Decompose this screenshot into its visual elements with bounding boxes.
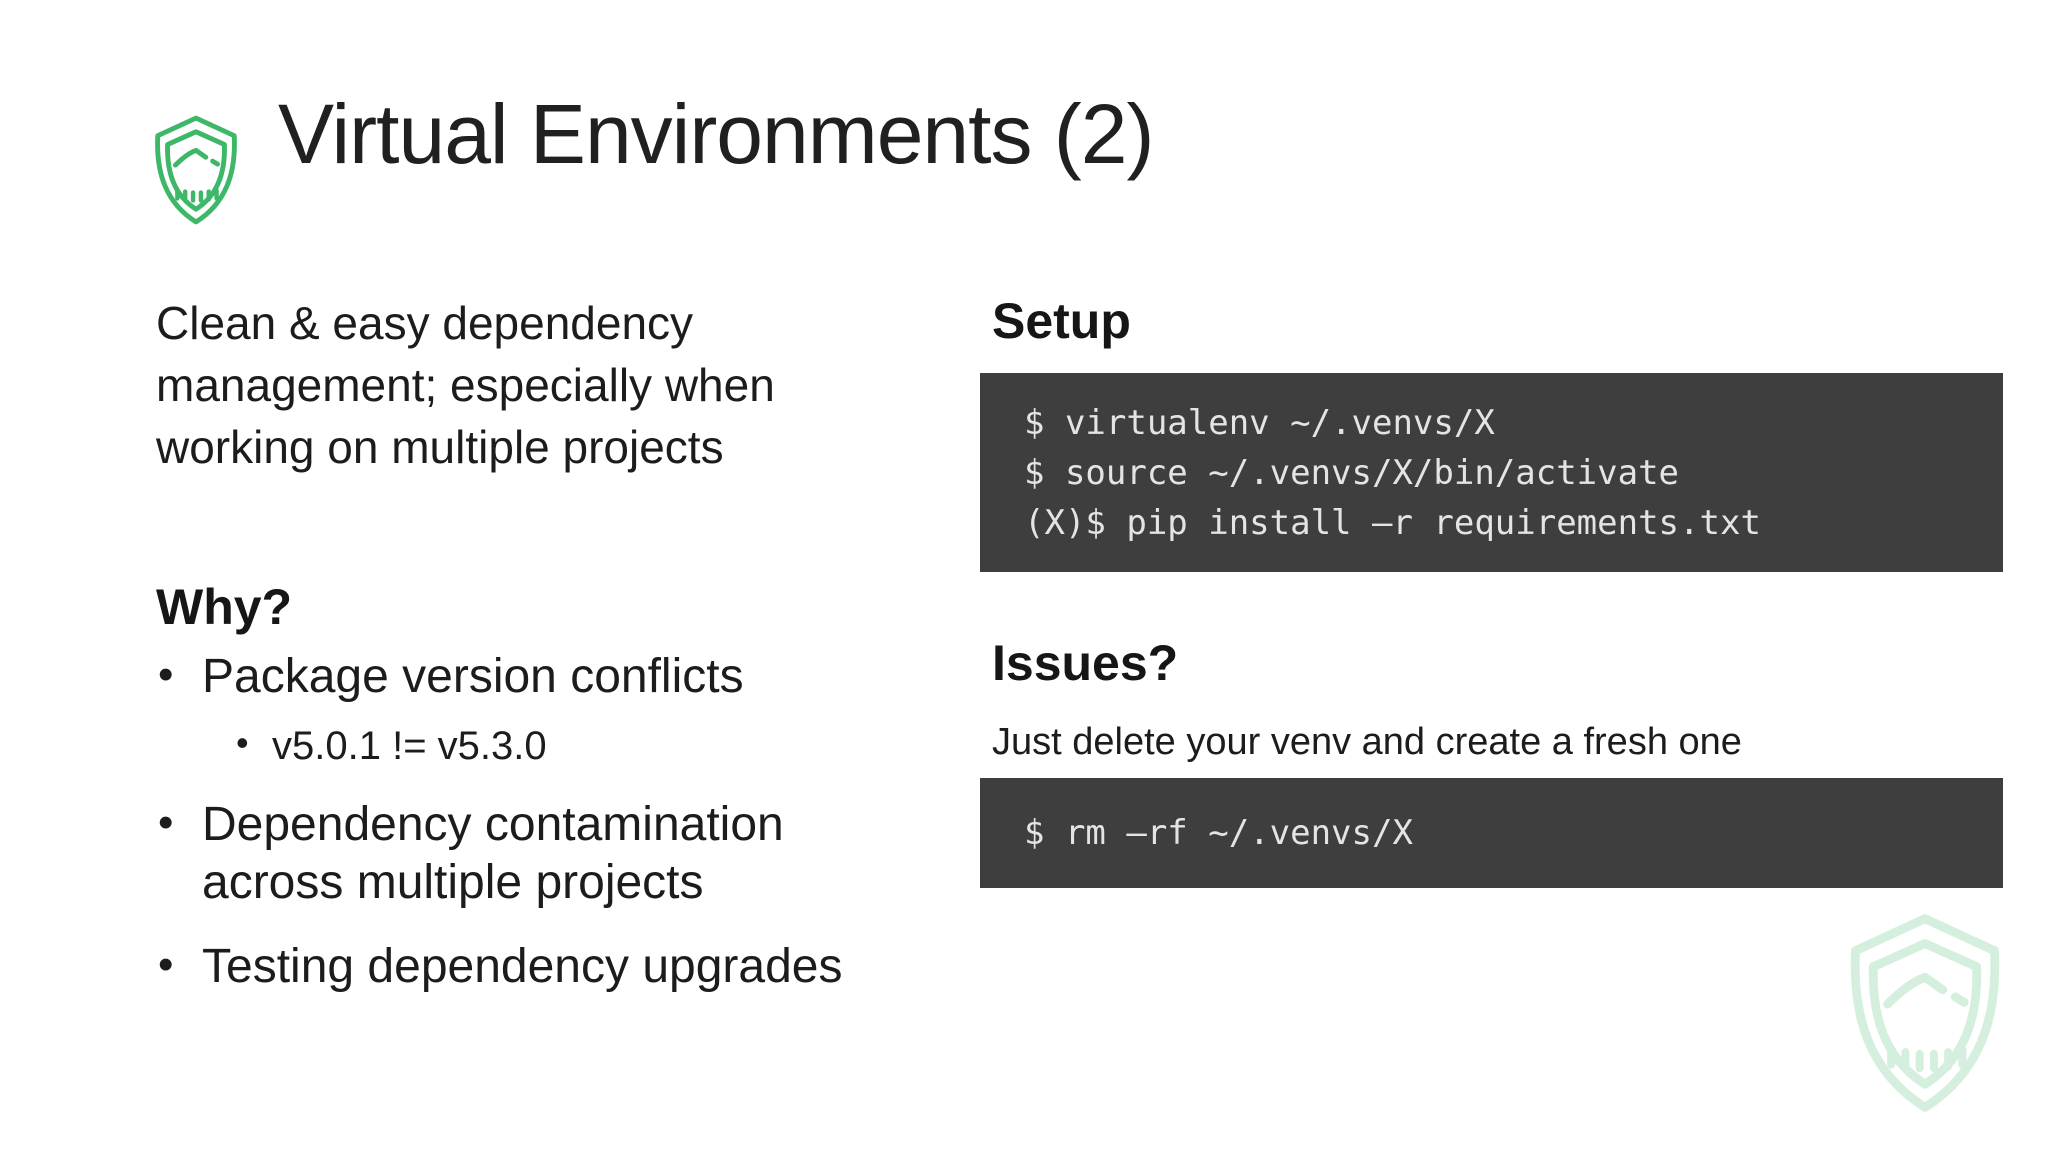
issues-note: Just delete your venv and create a fresh… [992, 721, 1742, 763]
sub-bullet-version-example: v5.0.1 != v5.3.0 [156, 719, 856, 770]
why-heading: Why? [156, 579, 293, 635]
shield-icon [155, 115, 237, 225]
code-line: $ source ~/.venvs/X/bin/activate [1024, 452, 1680, 493]
issues-code-block: $ rm –rf ~/.venvs/X [980, 778, 2003, 888]
code-line: $ virtualenv ~/.venvs/X [1024, 402, 1495, 443]
bullet-testing-upgrades: Testing dependency upgrades [156, 936, 856, 996]
issues-heading: Issues? [992, 635, 1179, 691]
setup-heading: Setup [992, 293, 1131, 349]
intro-paragraph: Clean & easy dependency management; espe… [156, 297, 775, 473]
code-line: (X)$ pip install –r requirements.txt [1024, 502, 1761, 543]
setup-code-block: $ virtualenv ~/.venvs/X $ source ~/.venv… [980, 373, 2003, 572]
why-bullet-list: Package version conflicts v5.0.1 != v5.3… [156, 646, 856, 996]
bullet-package-version-conflicts: Package version conflicts [156, 646, 856, 706]
bullet-dependency-contamination: Dependency contamination across multiple… [156, 794, 856, 912]
shield-watermark-icon [1850, 914, 2000, 1112]
slide-title: Virtual Environments (2) [278, 87, 1154, 181]
code-line: $ rm –rf ~/.venvs/X [1024, 813, 1413, 853]
